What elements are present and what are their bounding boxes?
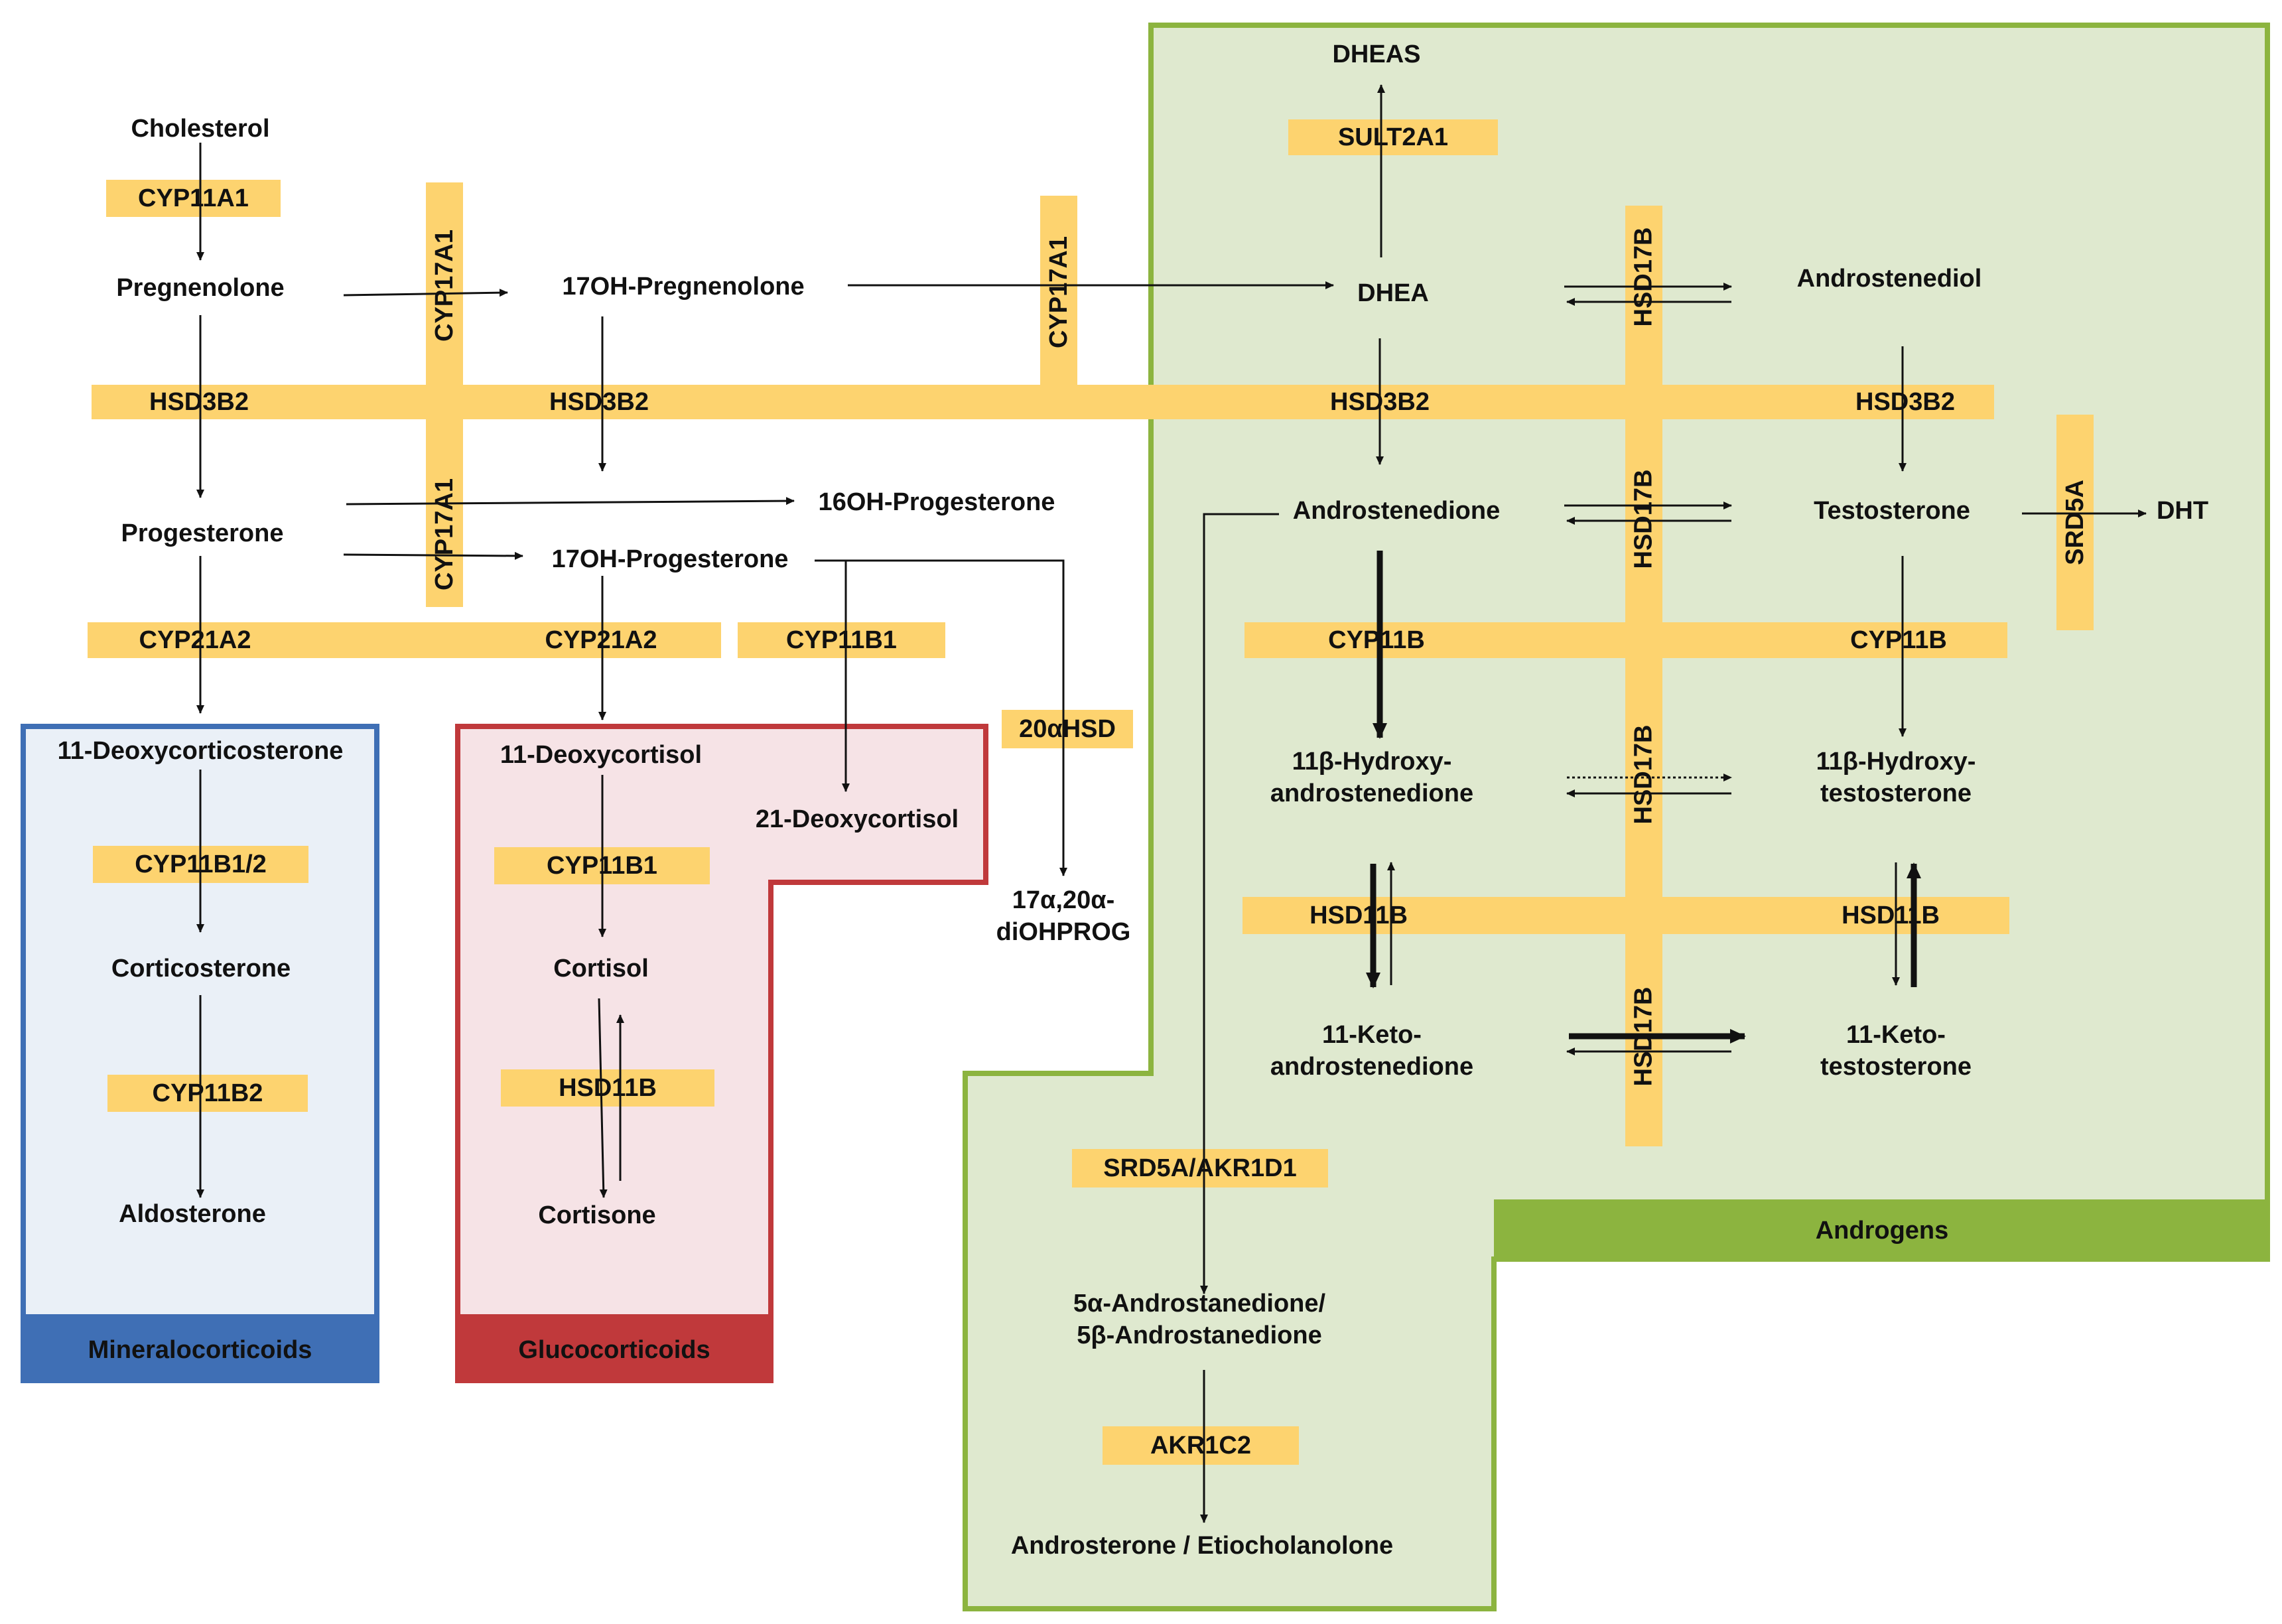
enzyme-cyp17a1-right: CYP17A1: [1040, 196, 1077, 388]
metabolite-progesterone: Progesterone: [121, 519, 284, 547]
cyp21a2-band: [88, 622, 721, 658]
arrow-prog-16ohprog: [346, 497, 795, 506]
metabolite-11keto-androstenedione-line1: 11-Keto-: [1322, 1021, 1422, 1049]
glucocorticoids-label: Glucocorticoids: [518, 1335, 710, 1364]
enzyme-20ahsd: 20αHSD: [1002, 710, 1133, 748]
metabolite-11oh-androstenedione-line1: 11β-Hydroxy-: [1292, 748, 1452, 776]
metabolite-aldosterone: Aldosterone: [119, 1200, 266, 1228]
enzyme-cyp11b-2: CYP11B: [1850, 626, 1947, 654]
metabolite-11keto-testosterone-line1: 11-Keto-: [1846, 1021, 1946, 1049]
metabolite-17oh-progesterone: 17OH-Progesterone: [551, 545, 789, 573]
androgens-label: Androgens: [1815, 1216, 1949, 1245]
metabolite-11oh-testosterone-line1: 11β-Hydroxy-: [1816, 748, 1976, 776]
mineralocorticoids-footer: Mineralocorticoids: [21, 1317, 379, 1383]
enzyme-cyp17a1-upper: CYP17A1: [426, 219, 463, 352]
enzyme-cyp21a2-1: CYP21A2: [139, 626, 251, 654]
enzyme-cyp11b-1: CYP11B: [1328, 626, 1425, 654]
metabolite-11-deoxycorticosterone: 11-Deoxycorticosterone: [57, 737, 344, 765]
androgens-footer: Androgens: [1494, 1199, 2270, 1262]
metabolite-dhea: DHEA: [1357, 279, 1429, 307]
metabolite-androstanedione-line1: 5α-Androstanedione/: [1073, 1290, 1326, 1318]
metabolite-11-deoxycortisol: 11-Deoxycortisol: [500, 741, 703, 769]
enzyme-hsd11b-2: HSD11B: [1842, 902, 1940, 929]
metabolite-cholesterol: Cholesterol: [131, 115, 270, 143]
metabolite-cortisol: Cortisol: [553, 955, 649, 982]
arrow-cortisol-cortisone: [598, 998, 608, 1198]
enzyme-hsd11b-gluco: HSD11B: [501, 1069, 714, 1107]
enzyme-cyp11a1: CYP11A1: [106, 180, 281, 217]
metabolite-16oh-progesterone: 16OH-Progesterone: [818, 488, 1055, 516]
enzyme-hsd3b2-2: HSD3B2: [549, 388, 649, 416]
metabolite-11keto-testosterone-line2: testosterone: [1820, 1053, 1972, 1081]
metabolite-androsterone-etiocholanolone: Androsterone / Etiocholanolone: [1010, 1532, 1394, 1560]
hsd3b2-band: [92, 385, 1994, 419]
arrow-prog-17ohprog: [343, 551, 523, 560]
metabolite-17a20a-diohprog-line2: diOHPROG: [996, 918, 1131, 946]
enzyme-cyp11b1-top: CYP11B1: [738, 622, 945, 658]
enzyme-srd5a: SRD5A: [2056, 415, 2094, 630]
enzyme-hsd3b2-1: HSD3B2: [149, 388, 249, 416]
metabolite-11oh-testosterone-line2: testosterone: [1820, 779, 1972, 807]
metabolite-androstenedione: Androstenedione: [1292, 497, 1501, 525]
metabolite-dheas: DHEAS: [1332, 40, 1421, 68]
metabolite-17a20a-diohprog-line1: 17α,20α-: [1012, 886, 1115, 914]
metabolite-17oh-pregnenolone: 17OH-Pregnenolone: [562, 273, 805, 301]
metabolite-11keto-androstenedione-line2: androstenedione: [1270, 1053, 1474, 1081]
arrow-preg-17ohpreg: [343, 289, 508, 297]
glucocorticoids-footer: Glucocorticoids: [455, 1317, 773, 1383]
enzyme-hsd3b2-4: HSD3B2: [1855, 388, 1955, 416]
metabolite-corticosterone: Corticosterone: [111, 955, 291, 982]
metabolite-androstanedione-line2: 5β-Androstanedione: [1077, 1321, 1322, 1349]
metabolite-androstenediol: Androstenediol: [1796, 265, 1982, 293]
enzyme-cyp17a1-lower: CYP17A1: [426, 464, 463, 604]
metabolite-dht: DHT: [2156, 497, 2209, 525]
enzyme-hsd17b-1: HSD17B: [1625, 206, 1662, 348]
arrow-androstenedione-androstanedione: [1200, 513, 1279, 1294]
enzyme-cyp21a2-2: CYP21A2: [545, 626, 657, 654]
metabolite-pregnenolone: Pregnenolone: [116, 274, 285, 302]
enzyme-srd5a-akr1d1: SRD5A/AKR1D1: [1072, 1149, 1328, 1187]
enzyme-hsd17b-2: HSD17B: [1625, 448, 1662, 590]
enzyme-hsd17b-3: HSD17B: [1625, 703, 1662, 846]
enzyme-sult2a1: SULT2A1: [1288, 119, 1498, 155]
metabolite-testosterone: Testosterone: [1814, 497, 1970, 525]
arrow-17ohprog-21deoxycortisol: [815, 559, 850, 792]
enzyme-akr1c2: AKR1C2: [1103, 1426, 1299, 1465]
arrow-17ohprog-diohprog: [846, 559, 1067, 876]
mineralocorticoids-label: Mineralocorticoids: [88, 1335, 312, 1364]
metabolite-11oh-androstenedione-line2: androstenedione: [1270, 779, 1474, 807]
metabolite-cortisone: Cortisone: [538, 1201, 656, 1229]
enzyme-cyp11b2: CYP11B2: [107, 1075, 308, 1112]
metabolite-21-deoxycortisol: 21-Deoxycortisol: [755, 805, 959, 833]
